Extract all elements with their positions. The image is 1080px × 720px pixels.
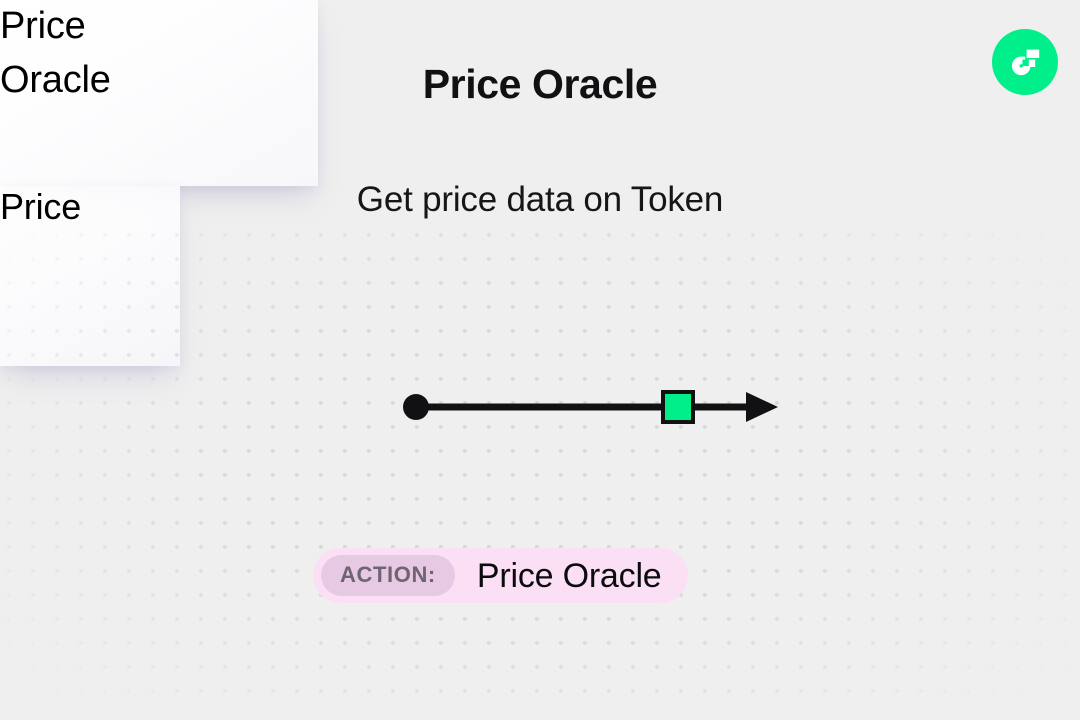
edge-chip-icon[interactable] bbox=[661, 390, 695, 424]
node-price-oracle[interactable]: Price Oracle bbox=[0, 0, 318, 186]
action-badge-key: ACTION: bbox=[321, 555, 455, 596]
node-source-label-line2: Oracle bbox=[0, 58, 111, 101]
page-subtitle: Get price data on Token bbox=[356, 180, 724, 219]
node-source-label: Price Oracle bbox=[0, 0, 318, 108]
edge-start-dot-icon bbox=[403, 394, 429, 420]
action-badge-value: Price Oracle bbox=[476, 556, 662, 595]
flow-logo-icon bbox=[992, 29, 1058, 95]
node-target-label: Price bbox=[0, 186, 82, 227]
arrow-head-icon bbox=[746, 392, 778, 422]
node-source-label-line1: Price bbox=[0, 5, 86, 47]
action-badge[interactable]: ACTION: Price Oracle bbox=[313, 548, 688, 603]
page-title: Price Oracle bbox=[422, 61, 658, 107]
